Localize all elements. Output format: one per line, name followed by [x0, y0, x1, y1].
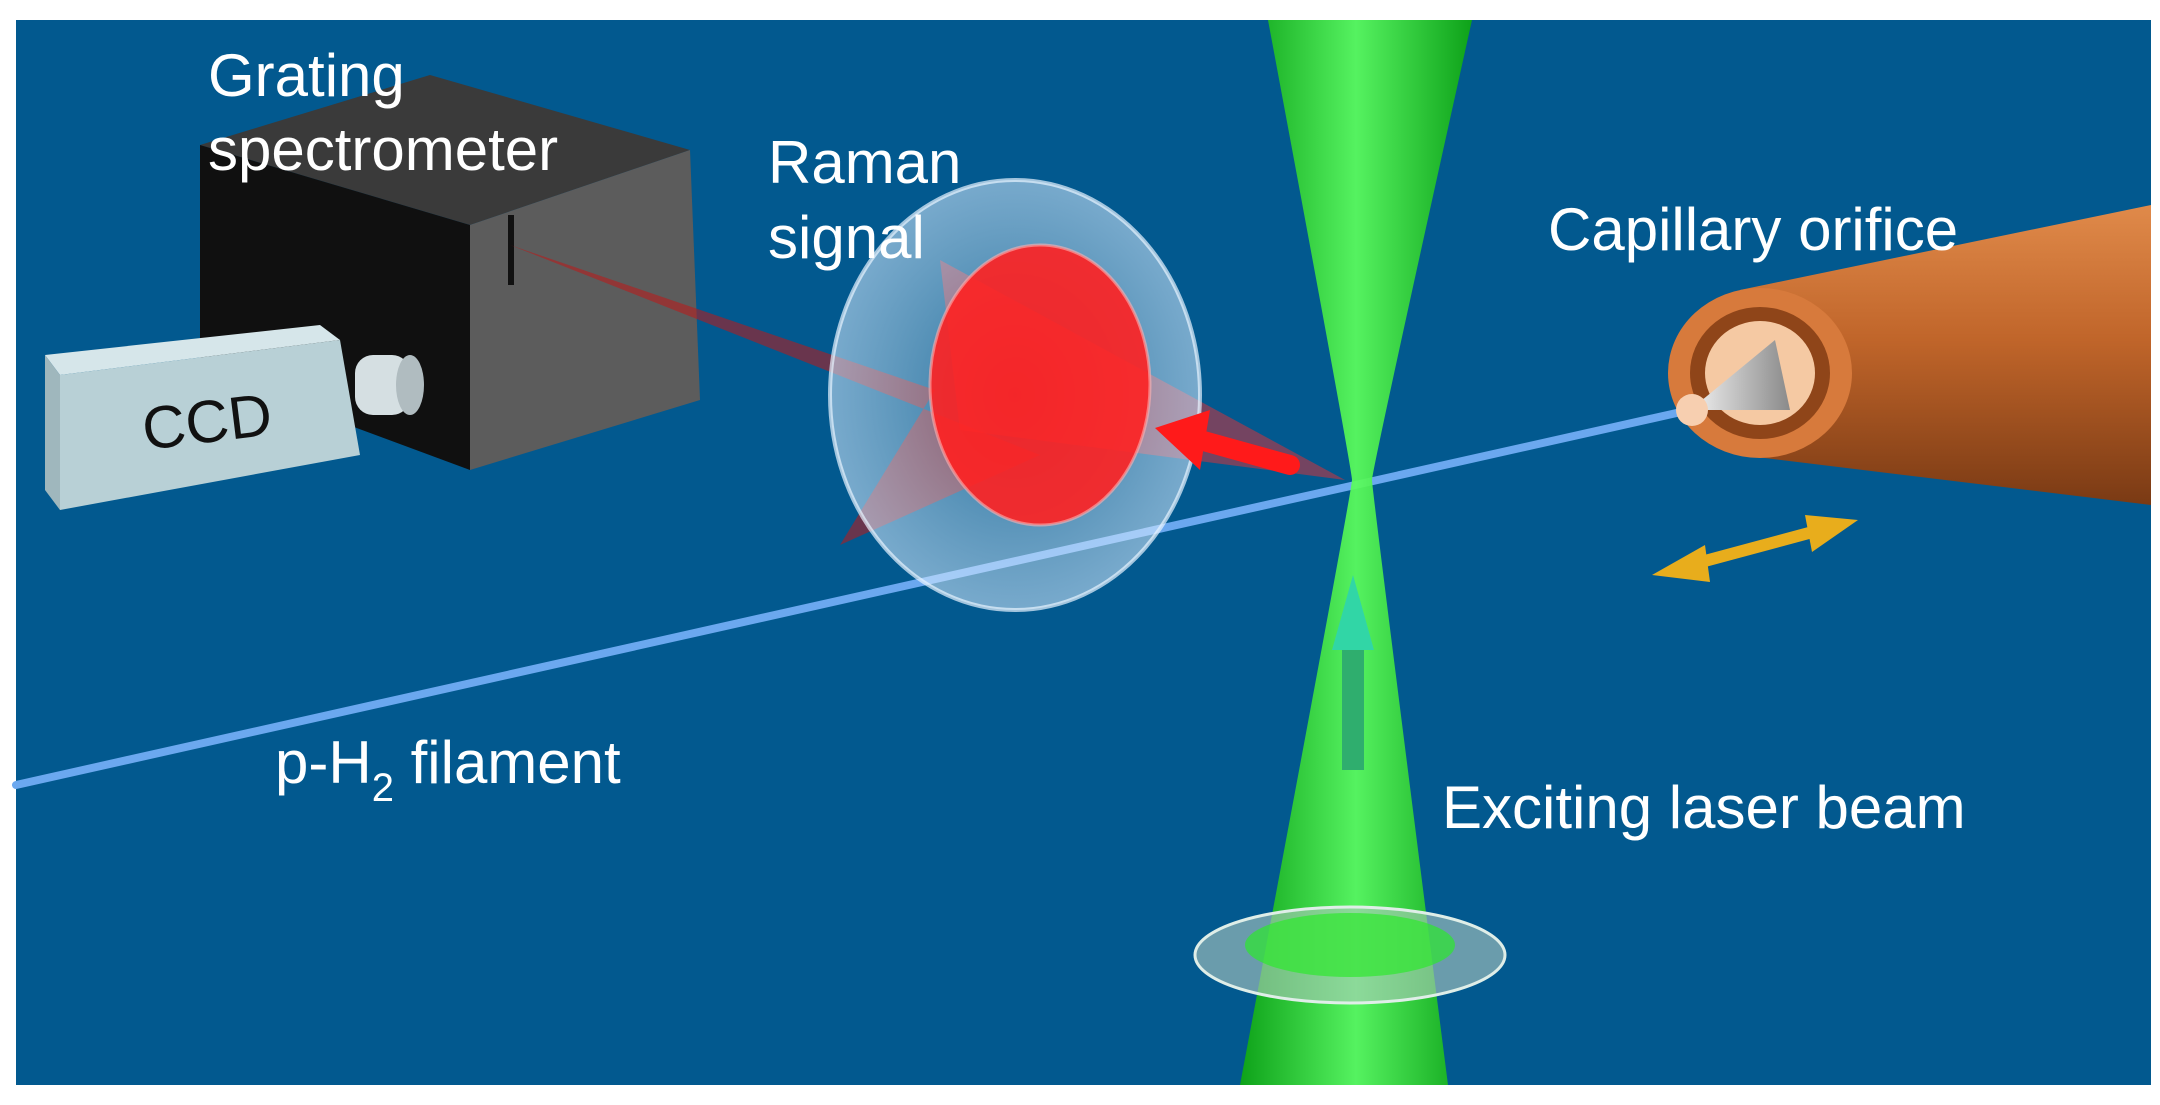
laser-direction-arrow	[1332, 575, 1374, 770]
ccd-lens-mount	[355, 355, 410, 415]
filament-label-prefix: p-H	[275, 729, 372, 796]
filament-label-subscript: 2	[372, 766, 394, 810]
ccd-camera: CCD	[45, 325, 424, 510]
capillary-label: Capillary orifice	[1548, 196, 1958, 263]
capillary-orifice	[1676, 394, 1708, 426]
filament-label-suffix: filament	[394, 729, 621, 796]
ccd-label: CCD	[138, 381, 275, 463]
exciting-laser-beam	[1193, 20, 1507, 1085]
spectrometer-entrance-slit	[508, 215, 514, 285]
raman-signal-spot	[930, 245, 1150, 525]
raman-direction-arrow	[1155, 410, 1300, 475]
motion-double-arrow	[1652, 515, 1858, 582]
filament-label: p-H2 filament	[275, 729, 621, 810]
spectrometer-label-line1: Grating	[208, 42, 405, 109]
laser-label: Exciting laser beam	[1442, 774, 1966, 841]
spectrometer-label-line2: spectrometer	[208, 116, 558, 183]
capillary-tube	[1668, 205, 2151, 505]
raman-label-line2: signal	[768, 204, 925, 271]
capillary-nozzle	[1690, 340, 1790, 410]
collection-lens	[828, 178, 1202, 612]
p-h2-filament	[12, 406, 1694, 789]
raman-label-line1: Raman	[768, 129, 961, 196]
